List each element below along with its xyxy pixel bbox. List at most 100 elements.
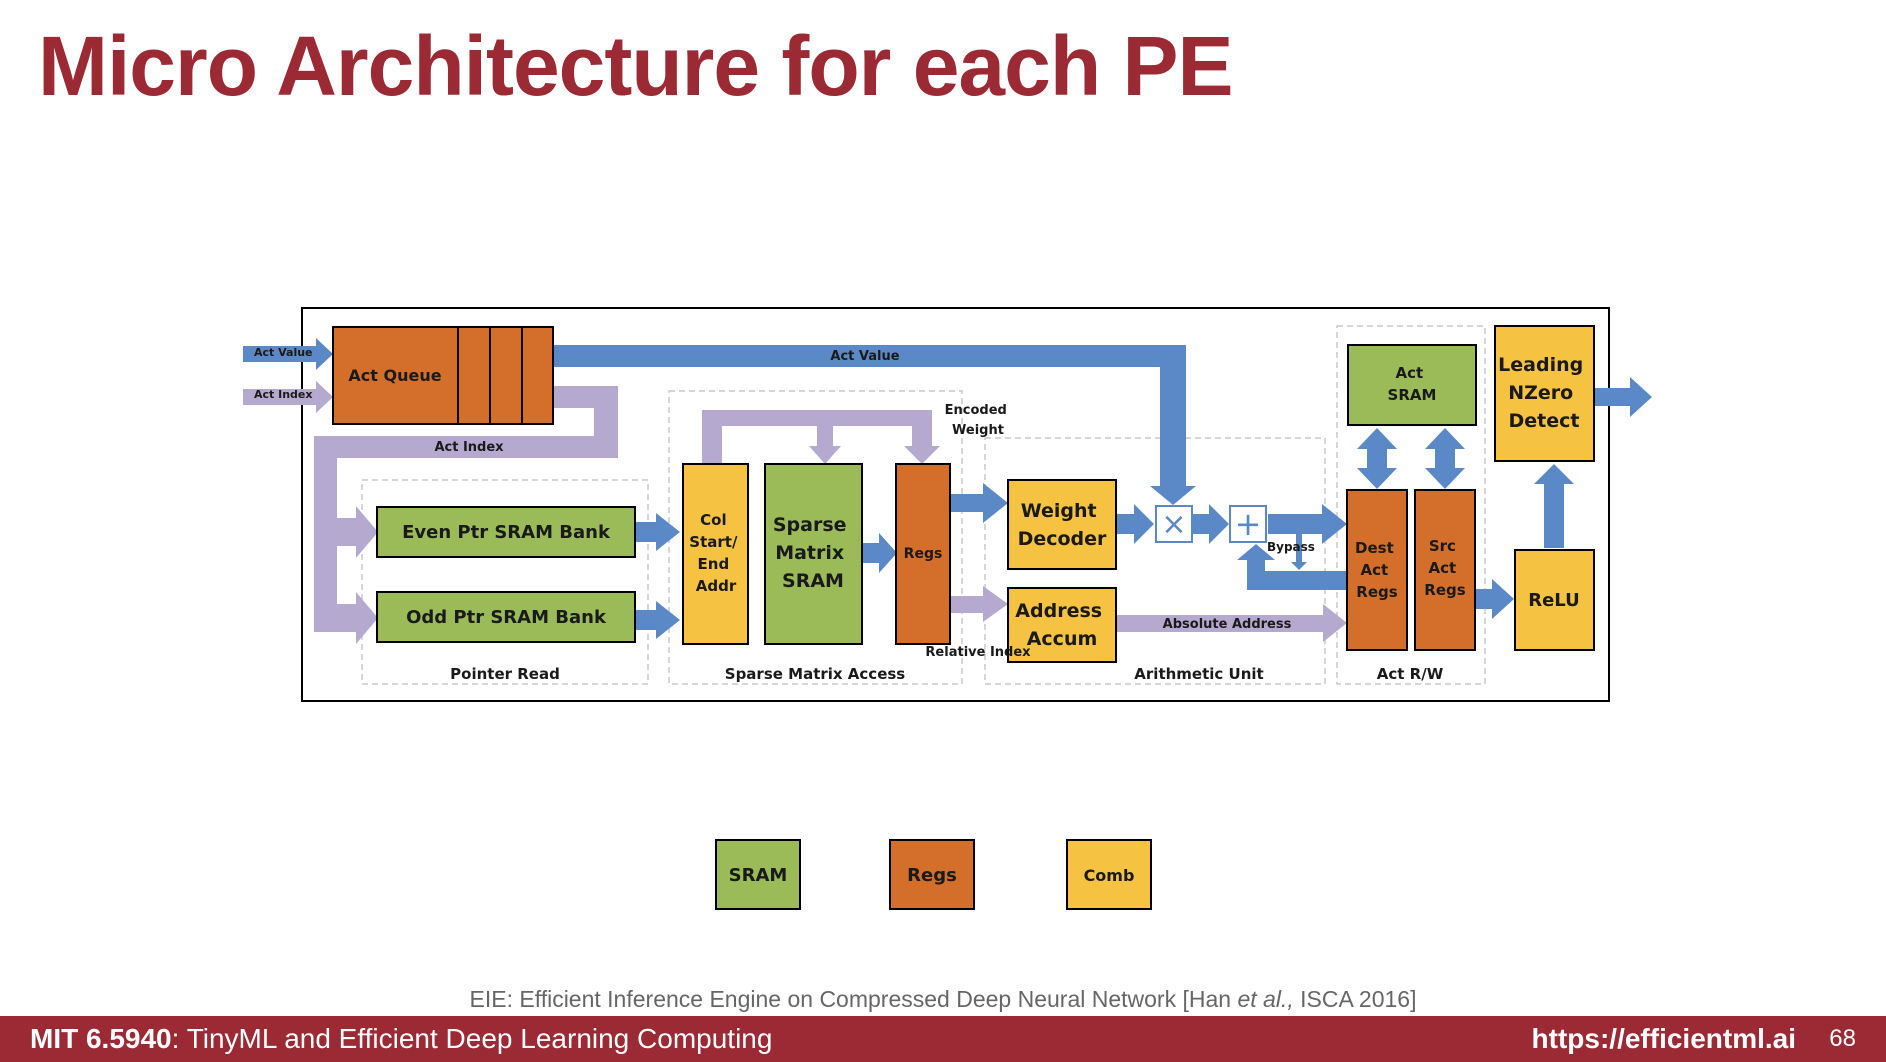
weight-decoder-block: Weight Decoder — [1007, 479, 1117, 570]
sparse-matrix-sram-block: Sparse Matrix SRAM — [764, 463, 863, 645]
regs-label: Regs — [904, 546, 943, 562]
encoded-weight-loop-arrow — [702, 410, 940, 464]
even-ptr-sram-block: Even Ptr SRAM Bank — [376, 506, 636, 558]
svg-text:Weight Decoder: Weight Decoder — [1018, 500, 1107, 550]
src-act-regs-line-3: Regs — [1424, 581, 1465, 599]
sparse-sram-line-2: Matrix — [775, 542, 844, 564]
bypass-feedback-arrow — [1237, 544, 1347, 590]
col-addr-line-4: Addr — [696, 577, 737, 595]
absolute-address-label: Absolute Address — [1163, 617, 1292, 632]
act-queue-label: Act Queue — [348, 366, 441, 385]
even-ptr-to-col-arrow — [635, 513, 680, 551]
src-act-regs-block: Src Act Regs — [1414, 489, 1476, 651]
col-addr-line-1: Col — [700, 511, 726, 529]
footer-url[interactable]: https://efficientml.ai — [1531, 1023, 1796, 1054]
address-accum-line-1: Address — [1015, 600, 1102, 622]
bypass-label: Bypass — [1267, 540, 1315, 554]
svg-text:Act SRAM: Act SRAM — [1388, 364, 1437, 404]
svg-text:Col Start/ End: Col Start/ End Addr — [689, 511, 742, 595]
act-sram-src-arrow — [1425, 428, 1465, 489]
svg-text:Leading NZero Dete: Leading NZero Detect — [1498, 354, 1590, 432]
relu-block: ReLU — [1514, 549, 1595, 651]
act-sram-line-2: SRAM — [1388, 386, 1437, 404]
page-number: 68 — [1829, 1025, 1856, 1052]
multiply-operator: × — [1155, 505, 1193, 543]
address-accum-block: Address Accum — [1007, 587, 1117, 663]
act-index-input-arrow — [243, 381, 333, 413]
odd-ptr-to-col-arrow — [635, 601, 680, 639]
legend: SRAM Regs Comb — [715, 839, 1152, 910]
pointer-read-stage — [361, 479, 649, 685]
col-addr-line-3: End — [698, 555, 730, 573]
leading-nzero-detect-block: Leading NZero Detect — [1494, 325, 1595, 462]
sparse-matrix-access-label: Sparse Matrix Access — [725, 665, 906, 683]
encoded-weight-line-1: Encoded — [945, 403, 1007, 418]
input-act-index-label: Act Index — [254, 388, 312, 401]
svg-text:Address Accum: Address Accum — [1015, 600, 1108, 650]
sparse-sram-line-1: Sparse — [773, 514, 847, 536]
act-sram-line-1: Act — [1396, 364, 1424, 382]
act-index-bus-arrow — [314, 386, 618, 644]
arithmetic-unit-label: Arithmetic Unit — [1134, 665, 1263, 683]
svg-text:Encoded Weight: Encoded Weight — [945, 403, 1012, 438]
footer-bar: MIT 6.5940: TinyML and Efficient Deep Le… — [0, 1016, 1886, 1062]
index-arrows — [243, 381, 1347, 644]
legend-comb: Comb — [1066, 839, 1152, 910]
leading-nzero-line-3: Detect — [1509, 410, 1580, 432]
act-sram-dest-arrow — [1357, 428, 1397, 489]
svg-text:Dest Act Regs: Dest Act Regs — [1355, 539, 1399, 601]
add-to-dest-arrow — [1268, 504, 1347, 544]
pointer-read-label: Pointer Read — [450, 665, 560, 683]
relu-to-nzero-arrow — [1534, 464, 1574, 548]
value-arrows — [243, 338, 1652, 639]
legend-sram-label: SRAM — [729, 865, 788, 886]
regs-to-decoder-arrow — [950, 483, 1008, 523]
odd-ptr-sram-block: Odd Ptr SRAM Bank — [376, 591, 636, 643]
add-operator: + — [1229, 505, 1267, 543]
dest-act-regs-line-1: Dest — [1355, 539, 1394, 557]
act-rw-stage — [1336, 325, 1486, 685]
footer-course: MIT 6.5940: TinyML and Efficient Deep Le… — [30, 1023, 772, 1055]
course-code: MIT 6.5940 — [30, 1023, 172, 1054]
act-value-input-arrow — [243, 338, 333, 370]
absolute-address-arrow — [1117, 604, 1347, 642]
citation-prefix: EIE: Efficient Inference Engine on Compr… — [469, 986, 1238, 1012]
sparse-sram-line-3: SRAM — [782, 570, 844, 592]
weight-decoder-line-1: Weight — [1021, 500, 1097, 522]
leading-nzero-line-2: NZero — [1508, 382, 1573, 404]
encoded-weight-line-2: Weight — [952, 423, 1004, 438]
leading-nzero-line-1: Leading — [1498, 354, 1583, 376]
src-act-regs-line-1: Src — [1429, 537, 1456, 555]
act-sram-block: Act SRAM — [1347, 344, 1477, 426]
act-value-bus-label: Act Value — [830, 349, 899, 364]
relative-index-label: Relative Index — [925, 645, 1031, 660]
legend-regs-label: Regs — [907, 865, 957, 886]
sram-to-regs-arrow — [862, 533, 897, 573]
arithmetic-unit-stage — [984, 437, 1326, 685]
input-act-value-label: Act Value — [254, 346, 313, 359]
even-ptr-label: Even Ptr SRAM Bank — [402, 522, 611, 543]
citation-et-al: et al., — [1237, 986, 1294, 1012]
address-accum-line-2: Accum — [1027, 628, 1098, 650]
weight-decoder-line-2: Decoder — [1018, 528, 1107, 550]
slide-title: Micro Architecture for each PE — [38, 19, 1234, 113]
regs-block: Regs — [895, 463, 951, 645]
decoder-to-mult-arrow — [1117, 504, 1154, 544]
citation: EIE: Efficient Inference Engine on Compr… — [0, 986, 1886, 1013]
dest-act-regs-line-3: Regs — [1356, 583, 1397, 601]
svg-text:Sparse Matrix SRAM: Sparse Matrix SRAM — [773, 514, 853, 592]
dest-act-regs-line-2: Act — [1361, 561, 1389, 579]
multiply-symbol: × — [1161, 507, 1186, 542]
svg-text:Src Act Regs: Src Act Regs — [1424, 537, 1465, 599]
mult-to-add-arrow — [1192, 504, 1229, 544]
src-act-regs-line-2: Act — [1429, 559, 1457, 577]
legend-sram: SRAM — [715, 839, 801, 910]
act-index-bus-label: Act Index — [434, 440, 504, 455]
relu-label: ReLU — [1528, 590, 1580, 611]
odd-ptr-label: Odd Ptr SRAM Bank — [406, 607, 607, 628]
col-addr-block: Col Start/ End Addr — [682, 463, 749, 645]
act-value-bus-arrow — [553, 345, 1196, 505]
output-arrow — [1595, 377, 1652, 417]
col-addr-line-2: Start/ — [689, 533, 738, 551]
